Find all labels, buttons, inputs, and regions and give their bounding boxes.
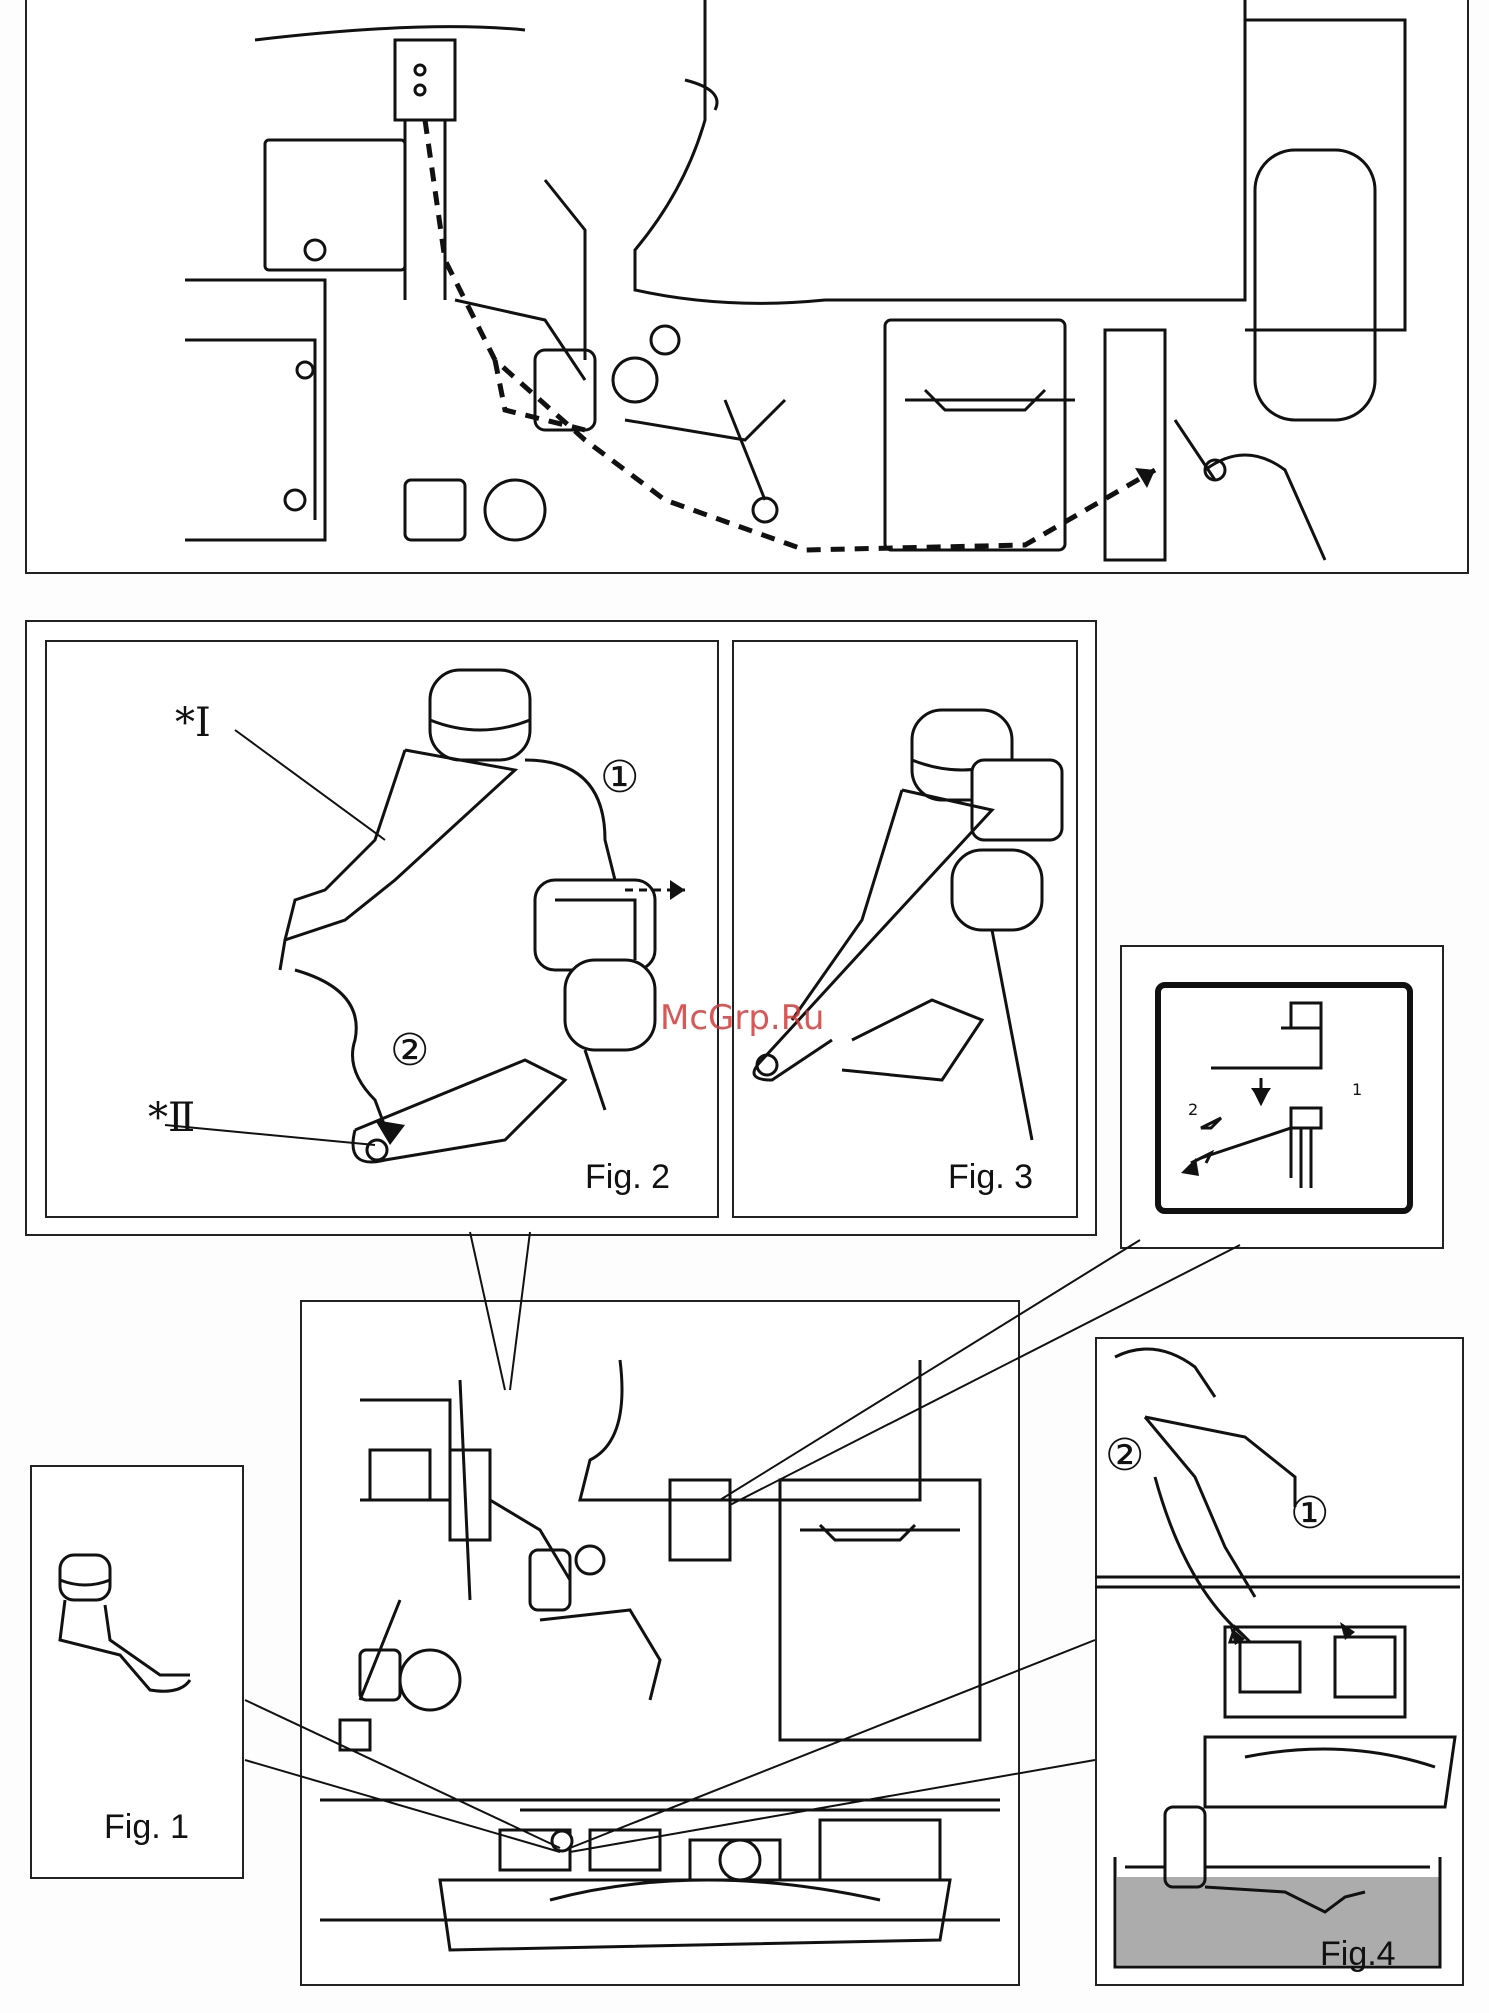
fig4-step-2: ② [1105,1430,1144,1481]
fig4-caption: Fig.4 [1320,1935,1396,1974]
fig4-drawing [1095,1337,1460,1982]
watermark-text: McGrp.Ru [660,998,824,1038]
fig1-caption: Fig. 1 [104,1808,189,1847]
fig4-step-1: ① [1290,1488,1329,1539]
